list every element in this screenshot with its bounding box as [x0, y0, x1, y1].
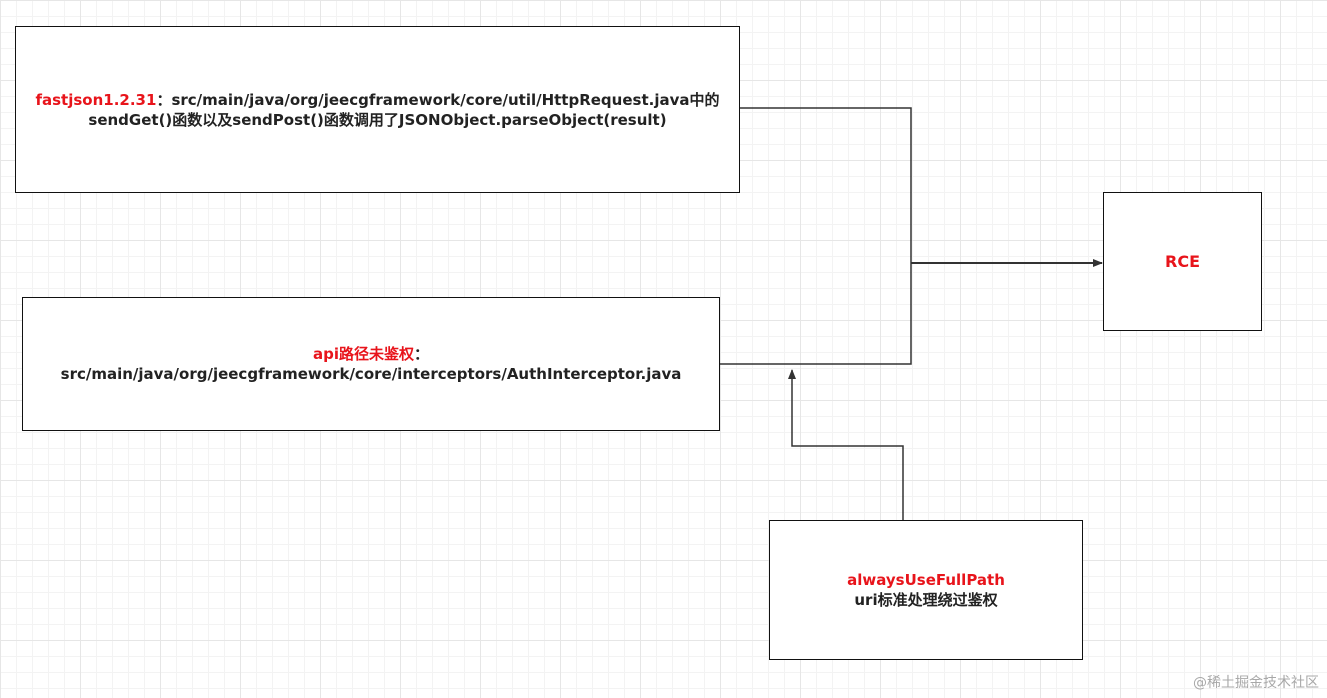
fastjson-detail-label: sendGet()函数以及sendPost()函数调用了JSONObject.p…	[88, 110, 667, 129]
always-use-full-path-node-text: alwaysUseFullPath uri标准处理绕过鉴权	[847, 570, 1005, 610]
watermark-text: @稀土掘金技术社区	[1193, 675, 1319, 691]
rce-label: RCE	[1165, 251, 1200, 271]
fastjson-node: fastjson1.2.31：src/main/java/org/jeecgfr…	[15, 26, 740, 193]
always-use-full-path-detail: uri标准处理绕过鉴权	[854, 591, 998, 609]
edge-always-to-api-edge	[788, 369, 904, 520]
edge-api-to-rce	[720, 263, 912, 365]
fastjson-version-label: fastjson1.2.31	[35, 90, 157, 109]
fastjson-path-label: ：src/main/java/org/jeecgframework/core/u…	[156, 90, 720, 109]
api-auth-colon: ：	[414, 345, 430, 363]
rce-node: RCE	[1103, 192, 1262, 331]
always-use-full-path-node: alwaysUseFullPath uri标准处理绕过鉴权	[769, 520, 1083, 660]
api-auth-path-label: src/main/java/org/jeecgframework/core/in…	[60, 365, 682, 383]
api-auth-title: api路径未鉴权	[312, 345, 414, 363]
fastjson-node-text: fastjson1.2.31：src/main/java/org/jeecgfr…	[35, 90, 719, 130]
edge-fastjson-to-rce	[740, 107, 912, 263]
api-auth-node: api路径未鉴权： src/main/java/org/jeecgframewo…	[22, 297, 720, 431]
api-auth-node-text: api路径未鉴权： src/main/java/org/jeecgframewo…	[61, 344, 682, 384]
always-use-full-path-title: alwaysUseFullPath	[847, 571, 1005, 589]
